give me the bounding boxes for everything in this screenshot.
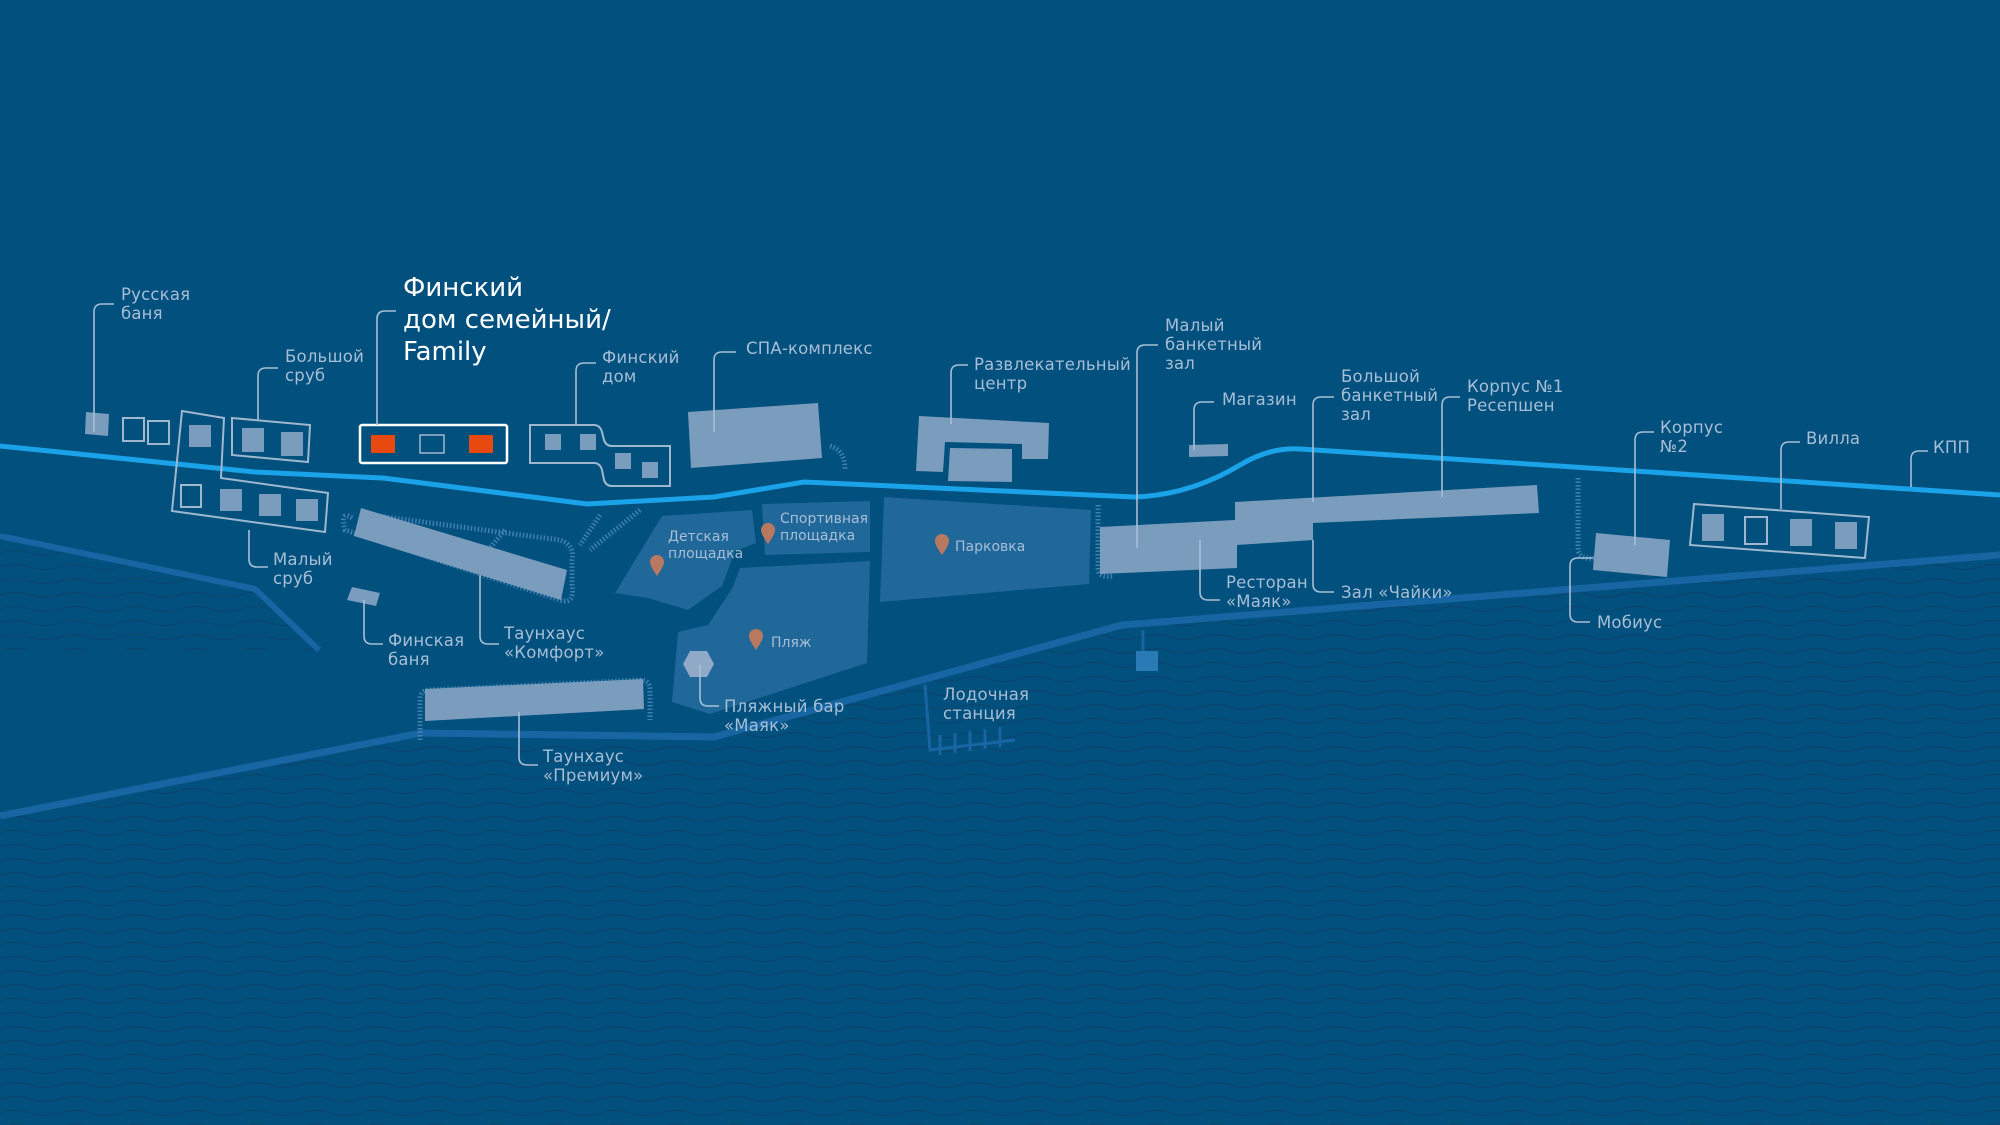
zone-parking[interactable] (880, 497, 1091, 602)
shoreline (0, 551, 2000, 820)
map-pin-icon[interactable] (749, 629, 763, 650)
building-mobius[interactable] (1593, 533, 1670, 577)
building (1835, 522, 1857, 549)
sea (0, 536, 2000, 1125)
building-entertainment-center[interactable] (916, 416, 1049, 472)
label-shop[interactable]: Магазин (1222, 390, 1297, 409)
building-shop[interactable] (1189, 444, 1228, 457)
building (1790, 519, 1812, 546)
building-malyy-srub-group[interactable] (170, 409, 330, 534)
leader-lines (93, 303, 1928, 766)
zone-playground[interactable] (615, 510, 756, 610)
map-pin-icon[interactable] (935, 534, 949, 555)
building-finskiy-dom-group[interactable] (529, 424, 671, 487)
zone-beach[interactable] (672, 561, 870, 714)
building-main-complex[interactable] (1100, 485, 1539, 574)
label-kpp[interactable]: КПП (1933, 438, 1970, 457)
building-comfort-townhouse[interactable] (354, 508, 567, 600)
building-finskaya-banya[interactable] (347, 587, 380, 606)
boat-station-building[interactable] (1136, 651, 1158, 671)
zone-label-beach: Пляж (771, 635, 812, 651)
building (281, 432, 303, 456)
building-entertainment-center-inner[interactable] (948, 448, 1012, 482)
building-outline (1744, 516, 1768, 545)
family-house-unit-available[interactable] (371, 435, 395, 453)
label-townhouse-premium[interactable]: Таунхаус«Премиум» (542, 747, 643, 785)
building-bolshoy-srub-group[interactable] (231, 416, 312, 464)
main-road (0, 443, 2000, 507)
building (259, 494, 281, 516)
building (545, 434, 561, 450)
label-spa[interactable]: СПА-комплекс (746, 339, 873, 358)
building-beach-bar[interactable] (683, 651, 714, 677)
label-villa[interactable]: Вилла (1806, 429, 1860, 448)
family-house-unit-available[interactable] (469, 435, 493, 453)
map-pin-icon[interactable] (761, 523, 775, 544)
building (615, 453, 631, 469)
building (189, 425, 211, 447)
building (296, 499, 318, 521)
pins (650, 523, 949, 650)
buildings (85, 403, 1871, 755)
building-finskiy-dom-family[interactable] (358, 423, 509, 465)
building-villa-group[interactable] (1688, 502, 1871, 560)
building (220, 489, 242, 511)
family-house-unit[interactable] (419, 434, 445, 454)
building-outline (147, 420, 170, 445)
lagoon-shore (0, 533, 322, 653)
zone-label-parking: Парковка (955, 539, 1025, 555)
building (642, 462, 658, 478)
boat-station-pier (923, 630, 1145, 755)
building (1702, 514, 1724, 541)
map-pin-icon[interactable] (650, 555, 664, 576)
building-russkaya-banya[interactable] (85, 412, 109, 436)
building-outline (122, 417, 145, 442)
label-townhouse-comfort[interactable]: Таунхаус«Комфорт» (503, 624, 605, 662)
zone-sports[interactable] (762, 501, 870, 555)
label-beach-bar[interactable]: Пляжный бар«Маяк» (724, 697, 845, 735)
label-restaurant[interactable]: Ресторан«Маяк» (1226, 573, 1308, 611)
building-outline (180, 484, 202, 508)
label-zal-chaiki[interactable]: Зал «Чайки» (1341, 583, 1453, 602)
building (242, 428, 264, 452)
building-premium-townhouse[interactable] (425, 679, 644, 721)
building-spa[interactable] (688, 403, 822, 468)
label-mobius[interactable]: Мобиус (1597, 613, 1662, 632)
building (580, 434, 596, 450)
